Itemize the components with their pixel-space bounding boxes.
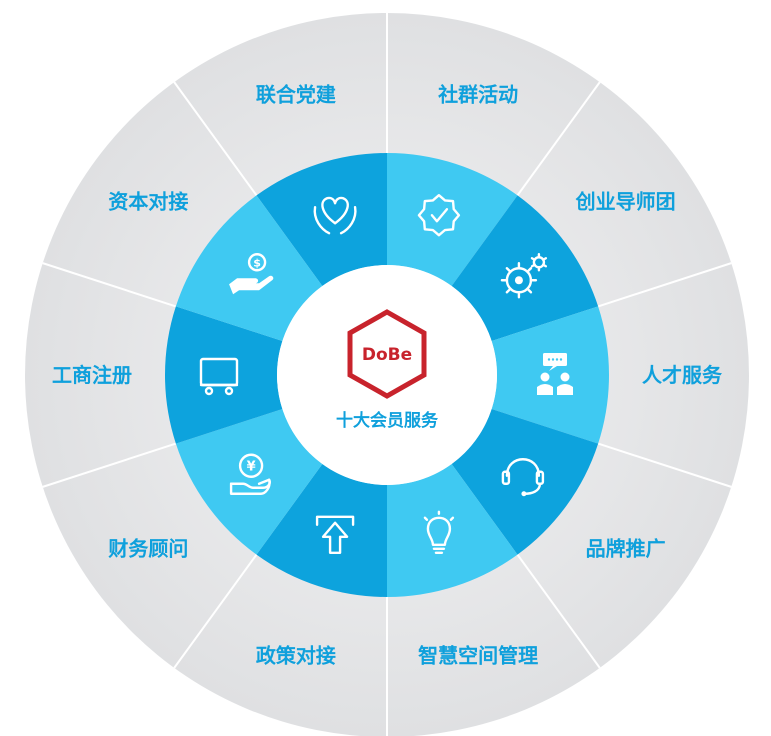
inner-ring	[165, 153, 609, 597]
upload-arrow-icon	[315, 515, 355, 554]
service-label-2: 社群活动	[437, 82, 518, 106]
inner-segment-3	[451, 195, 599, 342]
heart-hands-icon	[313, 196, 357, 235]
dobe-logo: DoBe	[347, 309, 427, 399]
service-label-9: 工商注册	[52, 363, 132, 387]
outer-divider	[42, 262, 177, 308]
headset-icon	[501, 458, 545, 497]
service-label-1: 联合党建	[256, 82, 336, 106]
outer-divider	[173, 554, 258, 669]
money-hand-icon: $	[229, 253, 274, 295]
lightbulb-icon	[423, 510, 455, 554]
svg-text:$: $	[253, 256, 261, 269]
yen-coin-hand-icon: ¥	[229, 453, 272, 495]
outer-divider	[597, 262, 732, 308]
center-circle	[277, 265, 497, 485]
logo-hexagon-inner	[357, 320, 417, 388]
inner-segment-4	[491, 306, 609, 444]
service-label-10: 资本对接	[108, 190, 188, 214]
outer-divider	[42, 442, 177, 488]
inner-segment-7	[256, 463, 387, 597]
logo-hexagon	[347, 309, 427, 399]
center-hub: DoBe 十大会员服务	[277, 265, 497, 485]
service-label-3: 创业导师团	[575, 190, 676, 214]
outer-divider	[516, 554, 601, 669]
inner-segment-9	[165, 306, 283, 444]
service-icons: ¥$	[199, 194, 573, 554]
gears-icon	[500, 253, 548, 299]
service-label-5: 品牌推广	[586, 536, 666, 560]
inner-segment-2	[387, 153, 518, 287]
outer-divider	[597, 442, 732, 488]
service-label-4: 人才服务	[642, 363, 723, 387]
inner-segment-8	[175, 408, 323, 555]
inner-segment-1	[256, 153, 387, 287]
badge-check-icon	[417, 194, 461, 237]
service-label-7: 政策对接	[256, 644, 336, 668]
outer-divider	[173, 81, 258, 196]
service-label-6: 智慧空间管理	[418, 644, 538, 668]
center-title: 十大会员服务	[336, 410, 439, 431]
outer-divider	[516, 81, 601, 196]
service-label-8: 财务顾问	[108, 536, 188, 560]
logo-text: DoBe	[362, 345, 412, 365]
inner-segment-5	[451, 408, 599, 555]
svg-text:¥: ¥	[247, 460, 256, 475]
inner-segment-6	[387, 463, 518, 597]
people-chat-icon	[537, 353, 573, 395]
inner-segment-10	[175, 195, 323, 342]
registration-card-icon	[199, 357, 239, 396]
